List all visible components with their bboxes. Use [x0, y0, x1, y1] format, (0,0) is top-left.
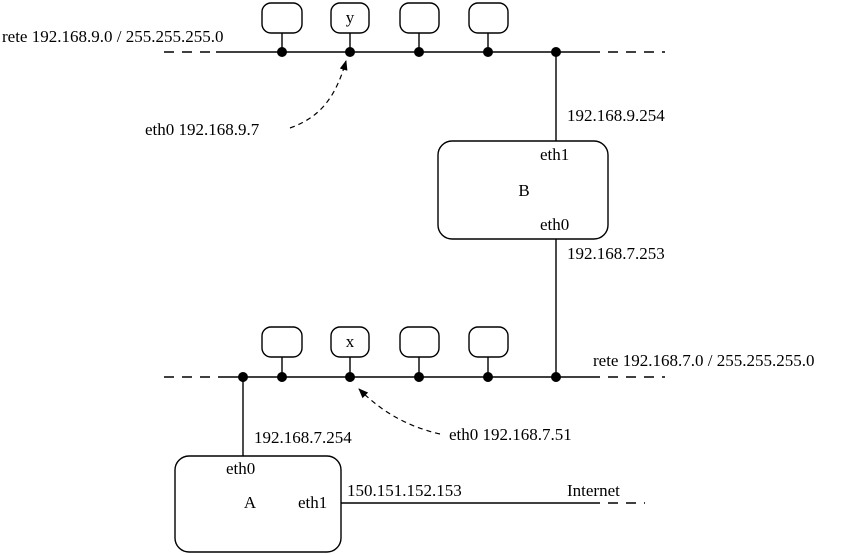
- router-a-link-top: [238, 372, 248, 456]
- host-bottom-x: x: [330, 326, 370, 382]
- router-b-ip-top: 192.168.9.254: [567, 106, 665, 125]
- network-label-top: rete 192.168.9.0 / 255.255.255.0: [2, 27, 223, 46]
- router-b: [437, 140, 609, 240]
- router-b-if-bottom: eth0: [540, 215, 569, 234]
- annotation-arrow-y: [289, 60, 348, 129]
- router-a-name: A: [244, 493, 257, 512]
- host-bottom-4: [468, 326, 509, 382]
- annotation-y-label: eth0 192.168.9.7: [145, 120, 260, 139]
- host-top-y-label: y: [346, 8, 355, 27]
- router-a-ip-top: 192.168.7.254: [254, 428, 352, 447]
- junction-router-b-bottom: [551, 372, 561, 382]
- host-bottom-3: [399, 326, 440, 382]
- network-label-bottom: rete 192.168.7.0 / 255.255.255.0: [593, 351, 814, 370]
- router-a-if-top: eth0: [226, 459, 255, 478]
- annotation-arrow-x: [358, 388, 441, 435]
- host-bottom-1: [261, 326, 303, 382]
- host-bottom-x-label: x: [346, 332, 355, 351]
- router-b-link-top: [551, 47, 561, 141]
- router-b-ip-bottom: 192.168.7.253: [567, 244, 665, 263]
- router-a-if-right: eth1: [298, 493, 327, 512]
- host-top-y: y: [330, 2, 370, 57]
- router-b-if-top: eth1: [540, 145, 569, 164]
- router-a-ip-right: 150.151.152.153: [347, 481, 462, 500]
- host-top-4: [468, 2, 509, 57]
- router-b-name: B: [518, 181, 529, 200]
- annotation-x-label: eth0 192.168.7.51: [449, 425, 572, 444]
- router-a: [174, 455, 342, 553]
- host-top-3: [399, 2, 440, 57]
- host-top-1: [261, 2, 303, 57]
- internet-label: Internet: [567, 481, 620, 500]
